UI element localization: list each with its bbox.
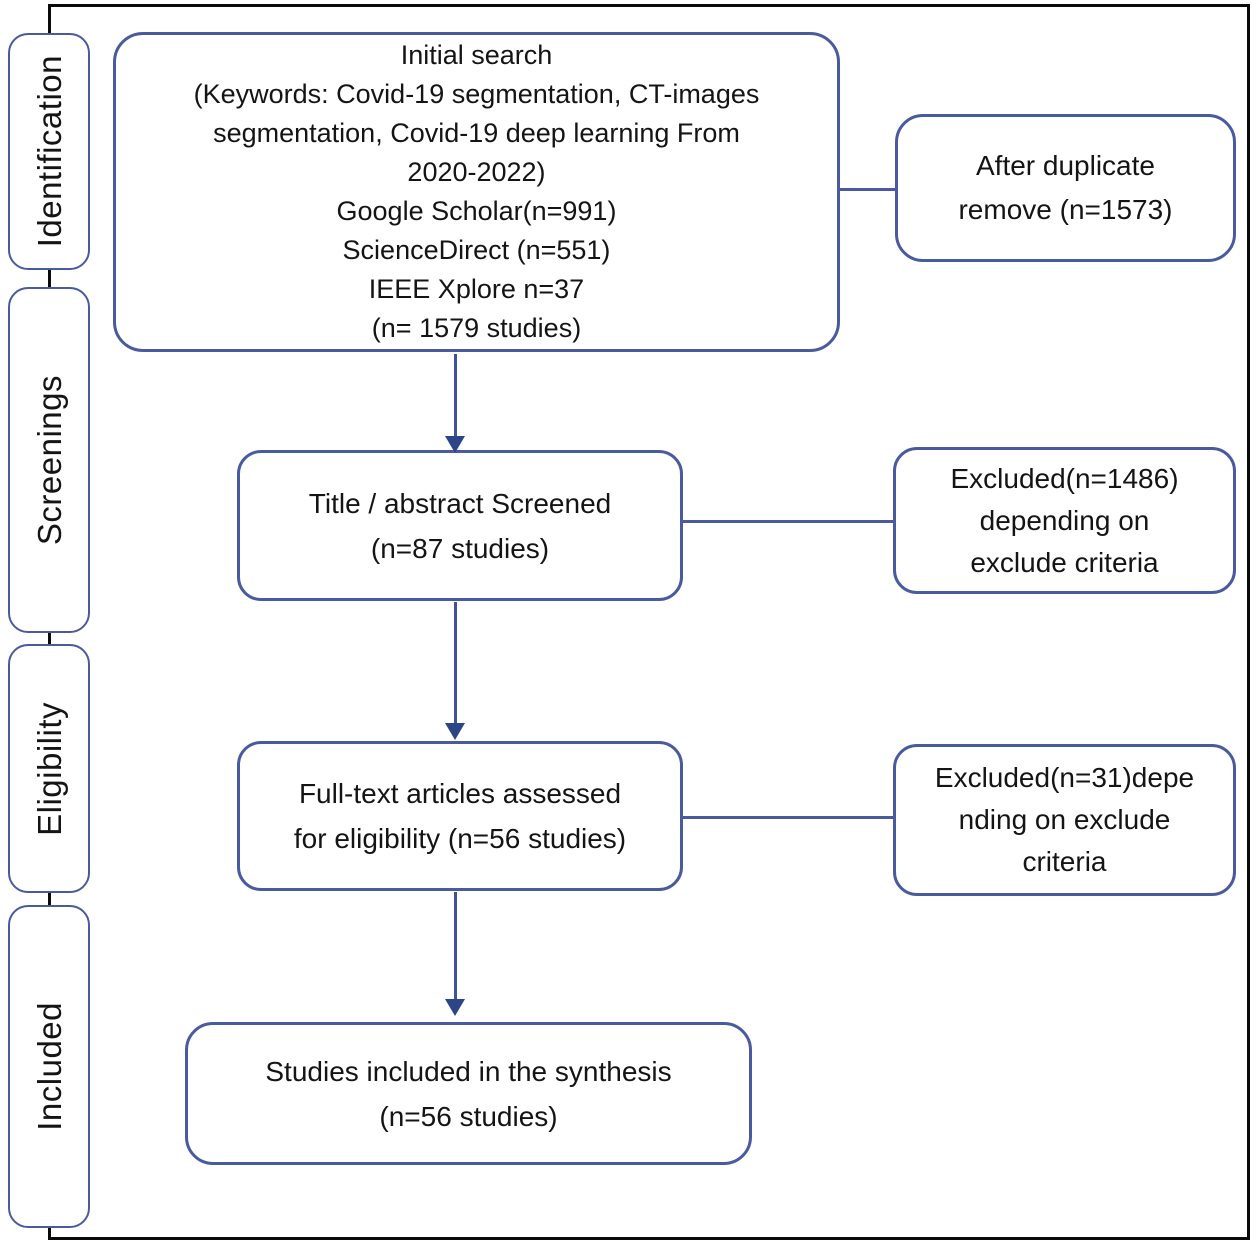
box-after-duplicate-removed: After duplicate remove (n=1573)	[895, 114, 1236, 262]
flow-arrow-line-1	[454, 354, 457, 437]
stage-box-included: Included	[8, 905, 90, 1228]
flow-arrowhead-icon-1	[445, 436, 465, 453]
stage-label-identification: Identification	[30, 55, 68, 248]
stage-label-eligibility: Eligibility	[30, 701, 68, 836]
box-initial-search: Initial search (Keywords: Covid-19 segme…	[113, 32, 840, 352]
stage-label-included: Included	[30, 1002, 68, 1131]
flow-arrowhead-icon-2	[445, 723, 465, 740]
connector-excluded-eligibility	[683, 816, 893, 819]
stage-box-screenings: Screenings	[8, 287, 90, 633]
box-full-text-assessed: Full-text articles assessed for eligibil…	[237, 741, 683, 891]
flow-arrowhead-icon-3	[445, 999, 465, 1016]
box-excluded-screening: Excluded(n=1486) depending on exclude cr…	[893, 447, 1236, 594]
stage-box-identification: Identification	[8, 33, 90, 270]
connector-excluded-screening	[683, 520, 893, 523]
stage-box-eligibility: Eligibility	[8, 644, 90, 893]
connector-duplicates	[840, 188, 895, 191]
stage-label-screenings: Screenings	[30, 374, 68, 546]
flow-arrow-line-2	[454, 602, 457, 724]
box-excluded-eligibility: Excluded(n=31)depe nding on exclude crit…	[893, 744, 1236, 896]
box-title-abstract-screened: Title / abstract Screened (n=87 studies)	[237, 450, 683, 601]
flow-arrow-line-3	[454, 892, 457, 1000]
box-studies-included: Studies included in the synthesis (n=56 …	[185, 1022, 752, 1165]
